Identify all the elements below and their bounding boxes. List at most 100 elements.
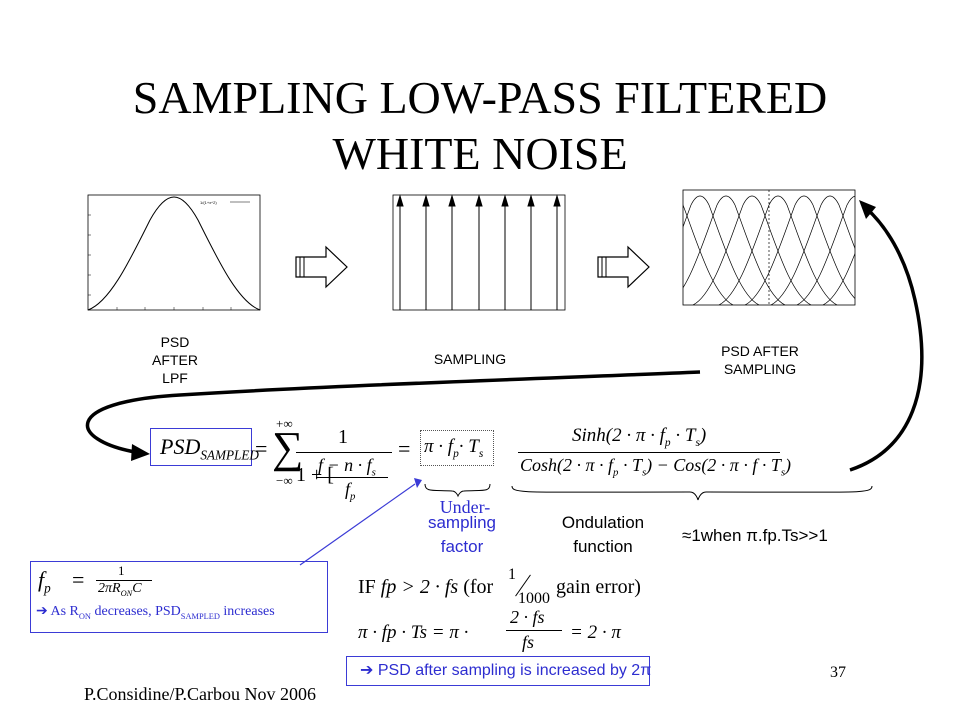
inner-frac-bar (316, 477, 388, 478)
formula-lhs-sub: SAMPLED (200, 447, 259, 463)
fp-den: 2πRONC (98, 581, 142, 598)
equals-2: = (398, 436, 411, 461)
condition-line-2-lhs: π · fp · Ts = π · (358, 622, 469, 643)
fp-den-end: C (132, 581, 142, 596)
result-arrow-icon: ➔ (360, 662, 374, 679)
plot-1-legend: 1/(1+x^2) (200, 200, 217, 205)
frac-den-term: 1 + [ (296, 464, 334, 486)
label-under-sampling: Under- (410, 496, 520, 518)
formula-lhs-text: PSD (160, 434, 201, 459)
inner-num: f − n · fs (318, 455, 376, 479)
factor-text: π · f (424, 436, 454, 457)
ondulation-den-1: Cosh(2 · π · f (520, 455, 614, 475)
fp-note-1: As R (50, 604, 79, 619)
result-box (346, 656, 650, 686)
pointer-head-icon (414, 478, 422, 488)
fp-note-sub-2: SAMPLED (180, 611, 220, 621)
factor-ts: · T (458, 436, 479, 457)
inner-num-text: f − n · f (318, 455, 372, 475)
equals-1: = (255, 436, 268, 461)
fp-note: ➔ As RON decreases, PSDSAMPLED increases (36, 603, 275, 621)
condition-frac-num: 1 (508, 566, 516, 583)
label-approx: ≈1when π.fp.Ts>>1 (682, 526, 828, 545)
condition-if: IF (358, 576, 376, 598)
label-under-sampling-1: Under- (439, 497, 491, 517)
factor: π · fp· Ts (424, 436, 483, 460)
formula-lhs: PSDSAMPLED (160, 434, 259, 463)
sum-sign: ∑ (272, 423, 304, 472)
ondulation-close: ) (785, 455, 792, 475)
title-line-1: SAMPLING LOW-PASS FILTERED (132, 72, 828, 123)
label-under-sampling-2: sampling (427, 513, 497, 532)
label-ondulation-2: function (573, 537, 633, 556)
label-under-sampling-3: factor (440, 537, 484, 556)
brace-under-sampling (424, 483, 491, 498)
curved-arrow-right (849, 206, 924, 472)
condition-gain: gain error) (556, 576, 641, 598)
fp-text: f (38, 567, 45, 592)
condition-line-1: IF fp > 2 · fs (for (358, 576, 493, 599)
fp-den-text: 2πR (98, 581, 121, 596)
hollow-arrow-1-icon (295, 245, 348, 289)
fp-note-sub-1: ON (78, 611, 91, 621)
result-text-label: PSD after sampling is increased by 2π (377, 662, 652, 679)
fp-equals: = (72, 567, 85, 592)
inner-num-sub: s (371, 466, 376, 479)
label-ondulation-1: Ondulation (561, 513, 645, 532)
curved-arrow-left-head-icon (131, 444, 150, 461)
condition-frac-den: 1000 (518, 590, 550, 607)
caption-psd-after-lpf-line-1: PSD (160, 334, 190, 350)
inner-den-sub: p (350, 490, 356, 503)
condition-fp: fp > 2 · fs (380, 576, 459, 598)
condition-line-2-rhs: = 2 · π (570, 622, 621, 643)
frac-bar (296, 452, 392, 453)
ondulation-num: Sinh(2 · π · fp · Ts) (572, 425, 707, 449)
slide-title: SAMPLING LOW-PASS FILTERED WHITE NOISE (0, 70, 960, 182)
condition-line-2-bar (506, 630, 562, 631)
factor-box (420, 430, 494, 466)
frac-num: 1 (338, 426, 348, 448)
fp-num: 1 (118, 563, 125, 578)
label-ondulation: Ondulation function (540, 511, 666, 559)
result-text: ➔ PSD after sampling is increased by 2π (360, 660, 651, 680)
ondulation-num-text: Sinh(2 · π · f (572, 425, 665, 446)
ondulation-den-2: − Cos(2 · π · f · T (656, 455, 781, 475)
curved-arrow-right-head-icon (859, 200, 876, 219)
caption-psd-after-sampling: PSD AFTER SAMPLING (700, 342, 820, 378)
factor-sub-s: s (478, 447, 484, 460)
curved-arrow-left (85, 370, 701, 454)
sum-upper: +∞ (276, 416, 293, 431)
fp-definition-box (30, 561, 328, 633)
brace-ondulation (511, 485, 873, 501)
sum-lower: −∞ (276, 473, 293, 488)
fp-note-2: decreases, PSD (90, 604, 181, 619)
caption-sampling: SAMPLING (433, 351, 507, 367)
psd-sampled-box (150, 428, 252, 466)
condition-line-2-den: fs (522, 632, 535, 652)
title-line-2: WHITE NOISE (332, 128, 628, 179)
fp-note-3: increases (219, 604, 275, 619)
page-number: 37 (830, 664, 846, 681)
condition-line-2-num: 2 · fs (510, 607, 545, 627)
plot-psd-after-sampling (682, 189, 856, 306)
fp-den-sub: ON (120, 588, 133, 598)
fp-note-arrow-icon: ➔ (36, 604, 48, 619)
caption-psd-after-sampling-line-1: PSD AFTER (721, 343, 799, 359)
inner-den-text: f (345, 479, 351, 499)
inner-den: fp (345, 479, 355, 503)
condition-for: (for (463, 576, 494, 598)
plot-sampling (392, 194, 566, 311)
ondulation-frac-bar (518, 452, 780, 453)
label-under-sampling-rest: sampling factor (410, 511, 514, 559)
caption-psd-after-lpf-line-3: LPF (162, 370, 188, 386)
fp-sub: p (44, 580, 51, 596)
pointer-line (299, 483, 416, 566)
caption-psd-after-lpf: PSD AFTER LPF (125, 333, 225, 387)
plot-psd-after-lpf: 1/(1+x^2) (87, 194, 261, 311)
caption-psd-after-sampling-line-2: SAMPLING (723, 361, 797, 377)
fp-frac-bar (96, 580, 152, 581)
ondulation-den: Cosh(2 · π · fp · Ts) − Cos(2 · π · f · … (520, 455, 792, 479)
factor-sub-p: p (453, 447, 459, 460)
caption-psd-after-lpf-line-2: AFTER (152, 352, 198, 368)
